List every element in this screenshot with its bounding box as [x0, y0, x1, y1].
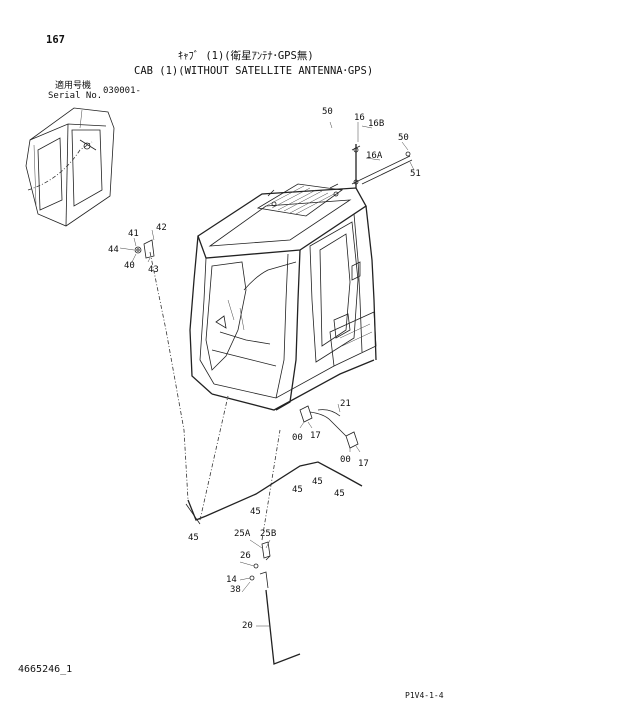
callout-45c: 45: [334, 489, 345, 499]
callout-42: 42: [156, 223, 167, 233]
callout-45e: 45: [188, 533, 199, 543]
thumbnail-cab: [25, 107, 115, 227]
drawing-number: 4665246_1: [18, 664, 73, 675]
callout-50b: 50: [398, 133, 409, 143]
callout-20: 20: [242, 621, 253, 631]
callout-17b: 17: [358, 459, 369, 469]
callout-00b: 00: [340, 455, 351, 465]
callout-50a: 50: [322, 107, 333, 117]
callout-14: 14: [226, 575, 237, 585]
lower-cable-parts: [239, 429, 301, 665]
title-english: CAB (1)(WITHOUT SATELLITE ANTENNA･GPS): [134, 65, 374, 77]
serial-label-japanese: 適用号機: [55, 81, 92, 91]
callout-16b: 16B: [368, 119, 384, 129]
callout-17a: 17: [310, 431, 321, 441]
callout-45a: 45: [312, 477, 323, 487]
callout-51: 51: [410, 169, 421, 179]
seal-45: [149, 251, 363, 525]
callout-labels: 50 16 16B 50 16A 51 42 41 44 40 43 21 00…: [108, 107, 421, 631]
page-code: P1V4-1-4: [405, 691, 444, 700]
callout-25a: 25A: [234, 529, 251, 539]
main-cab-frame: [189, 183, 377, 411]
callout-25b: 25B: [260, 529, 276, 539]
bracket-hardware: [119, 229, 155, 263]
page-number: 167: [46, 34, 65, 46]
title-japanese: ｷｬﾌﾞ (1)(衛星ｱﾝﾃﾅ･GPS無): [178, 50, 314, 62]
callout-43: 43: [148, 265, 159, 275]
callout-21: 21: [340, 399, 351, 409]
callout-40: 40: [124, 261, 135, 271]
callout-45d: 45: [250, 507, 261, 517]
serial-label-english: Serial No.: [48, 91, 103, 101]
callout-44: 44: [108, 245, 119, 255]
callout-16a: 16A: [366, 151, 383, 161]
callout-45b: 45: [292, 485, 303, 495]
callout-41: 41: [128, 229, 139, 239]
serial-value: 030001-: [103, 86, 141, 96]
callout-00a: 00: [292, 433, 303, 443]
callout-16: 16: [354, 113, 365, 123]
antenna-parts: [329, 121, 415, 188]
small-brackets: [299, 403, 361, 453]
callout-38: 38: [230, 585, 241, 595]
callout-26: 26: [240, 551, 251, 561]
